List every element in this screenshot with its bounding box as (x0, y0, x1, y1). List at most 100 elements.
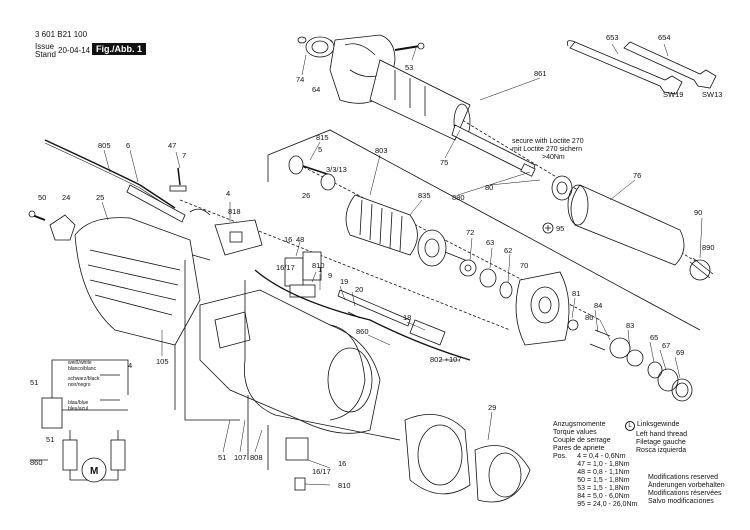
torque-title: Couple de serrage (553, 437, 611, 444)
part-label: 803 (375, 146, 388, 155)
part-label: 19 (340, 277, 348, 286)
wire-legend: weiß/white (68, 360, 92, 366)
bearing-72 (459, 259, 513, 299)
torque-row: 47 = 1,0 - 1,8Nm (577, 461, 630, 468)
part-label: 81 (572, 289, 580, 298)
screw-53 (394, 42, 425, 51)
part-label: 25 (96, 193, 104, 202)
part-label: 75 (440, 158, 448, 167)
part-label: 67 (662, 341, 670, 350)
axis-line (179, 199, 511, 331)
part-label: 50 (38, 193, 46, 202)
part-label: 107 (234, 453, 247, 462)
part-label: 5 (318, 145, 322, 154)
wrench-size-label: SW13 (702, 90, 722, 99)
switch-818 (189, 208, 263, 256)
bearing-flange-70 (515, 271, 570, 346)
part-label: 818 (228, 207, 241, 216)
torque-title: Pares de apriete (553, 445, 605, 452)
wire-legend: bleu/azul (68, 406, 88, 412)
part-label: 72 (466, 228, 474, 237)
torque-row: 48 = 0,8 - 1,1Nm (577, 469, 630, 476)
loctite-line: secure with Loctite 270 (512, 138, 584, 145)
part-label: 65 (650, 333, 658, 342)
part-label: 861 (534, 69, 547, 78)
part-label: 80 (485, 183, 493, 192)
part-label: 810 (312, 261, 325, 270)
part-label: 76 (633, 171, 641, 180)
part-label: 16/17 (276, 263, 295, 272)
part-label: 64 (312, 85, 320, 94)
brush-plate-18 (337, 289, 446, 346)
brush-holder-16-17 (284, 251, 322, 298)
part-label: 47 (168, 141, 176, 150)
part-label: 16 (284, 235, 292, 244)
motor-housing-1 (199, 289, 381, 434)
part-label: 24 (62, 193, 70, 202)
part-label: 835 (418, 191, 431, 200)
part-label: 105 (156, 357, 169, 366)
modifications-note: Modifications reserved Änderungen vorbeh… (648, 474, 725, 505)
stand-label: Stand (35, 50, 56, 59)
wrench-size-label: SW19 (663, 90, 683, 99)
wire-legend: blanco/blanc (68, 366, 97, 372)
wire-legend: schwarz/black (68, 376, 100, 382)
torque-row: 95 = 24,0 - 26,0Nm (577, 501, 638, 508)
spindle-tube-861 (369, 59, 471, 141)
part-label: 51 (218, 453, 226, 462)
armature-803 (288, 155, 471, 267)
torque-row: 84 = 5,0 - 6,0Nm (577, 493, 630, 500)
spindle-75 (451, 124, 536, 177)
wire-legend: noir/negro (68, 382, 91, 388)
wrench-653 (566, 40, 683, 95)
loctite-line: mit Loctite 270 sichern (512, 146, 583, 153)
part-label: 653 (606, 33, 619, 42)
part-label: 63 (486, 238, 494, 247)
part-label: 26 (302, 191, 310, 200)
part-label: 4 (128, 361, 132, 370)
part-label: 1 (318, 265, 322, 274)
part-number: 3 601 B21 100 (35, 30, 88, 39)
gear-assembly-83 (567, 319, 644, 367)
part-label: 860 (30, 458, 43, 467)
part-label: 815 (316, 133, 329, 142)
torque-row: 50 = 1,5 - 1,8Nm (577, 477, 630, 484)
torque-row: Pos. 4 = 0,4 - 0,6Nm (553, 453, 626, 460)
end-cap-29 (404, 414, 531, 503)
loctite-line: >40Nm (542, 154, 565, 161)
left-thread-icon: L (625, 421, 635, 431)
part-label: 802 +107 (430, 355, 462, 364)
part-label: 51 (46, 435, 54, 444)
panel-frame (267, 129, 701, 331)
part-label: 3/3/13 (326, 165, 347, 174)
torque-title: Torque values (553, 429, 597, 436)
issue-label: Issue (35, 42, 55, 51)
motor-symbol: M (90, 466, 98, 477)
part-label: 810 (338, 481, 351, 490)
part-label: 69 (676, 348, 684, 357)
part-label: 16/17 (312, 467, 331, 476)
washer-65 (647, 361, 693, 402)
wrench-654 (623, 41, 717, 89)
part-label: 808 (250, 453, 263, 462)
torque-row: 53 = 1,5 - 1,8Nm (577, 485, 630, 492)
part-label: 9 (328, 271, 332, 280)
part-label: 95 (556, 224, 564, 233)
part-label: 860 (356, 327, 369, 336)
wire-legend: blau/blue (68, 400, 89, 406)
part-label: 890 (702, 243, 715, 252)
part-label: 70 (520, 261, 528, 270)
locktite-95-symbol (542, 222, 554, 234)
part-label: 880 (452, 193, 465, 202)
part-label: 29 (488, 403, 496, 412)
part-label: 62 (504, 246, 512, 255)
collet-76 (567, 184, 714, 281)
part-label: 86 (585, 313, 593, 322)
part-label: 83 (626, 321, 634, 330)
part-label: 84 (594, 301, 602, 310)
part-label: 74 (296, 75, 304, 84)
power-cable-805 (44, 139, 186, 223)
